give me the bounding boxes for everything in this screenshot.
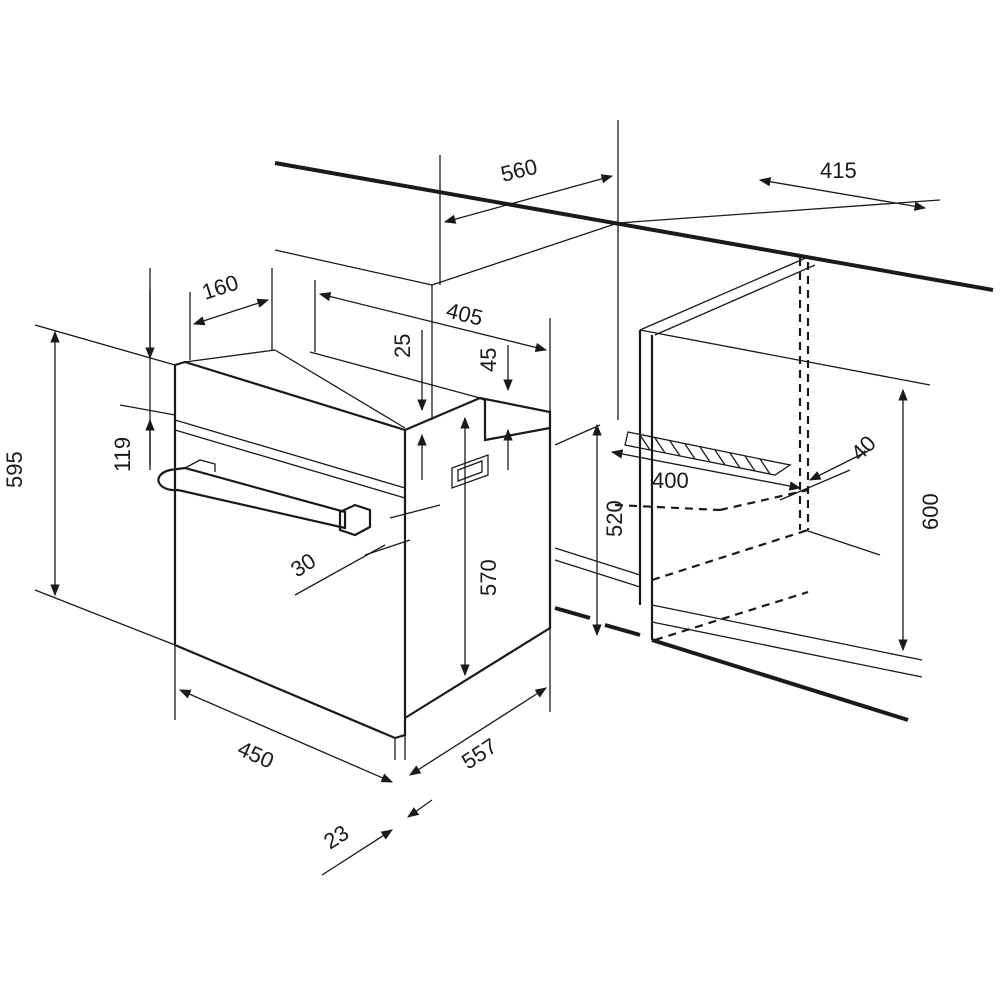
dim-niche-height-low: 520 [602, 500, 627, 537]
cabinet-niche [274, 120, 994, 722]
dim-total-height: 595 [2, 451, 27, 488]
dim-cabinet-depth-top: 415 [820, 158, 857, 183]
oven-knob [451, 454, 489, 489]
dimension-lines [34, 174, 941, 876]
dim-control-panel-height: 119 [110, 437, 135, 472]
dim-cabinet-width-top: 560 [498, 154, 540, 187]
oven-body [157, 349, 552, 760]
dim-back-gap: 45 [476, 348, 501, 372]
dim-niche-width: 400 [652, 468, 689, 493]
dim-niche-height-high: 600 [918, 493, 943, 530]
dim-handle-top-offset: 160 [199, 270, 242, 305]
dim-vent-depth: 40 [846, 431, 881, 466]
dim-door-thickness: 23 [319, 820, 353, 854]
vent-hatch [624, 431, 792, 476]
dim-handle-depth: 30 [286, 548, 320, 582]
dim-body-height: 570 [476, 559, 501, 596]
dim-body-depth: 557 [457, 733, 501, 774]
dimension-labels: 560 415 160 405 25 45 595 119 30 570 520… [2, 154, 943, 854]
dim-top-gap: 25 [390, 334, 415, 358]
dim-front-width: 450 [234, 736, 278, 774]
door-handle [157, 459, 372, 537]
